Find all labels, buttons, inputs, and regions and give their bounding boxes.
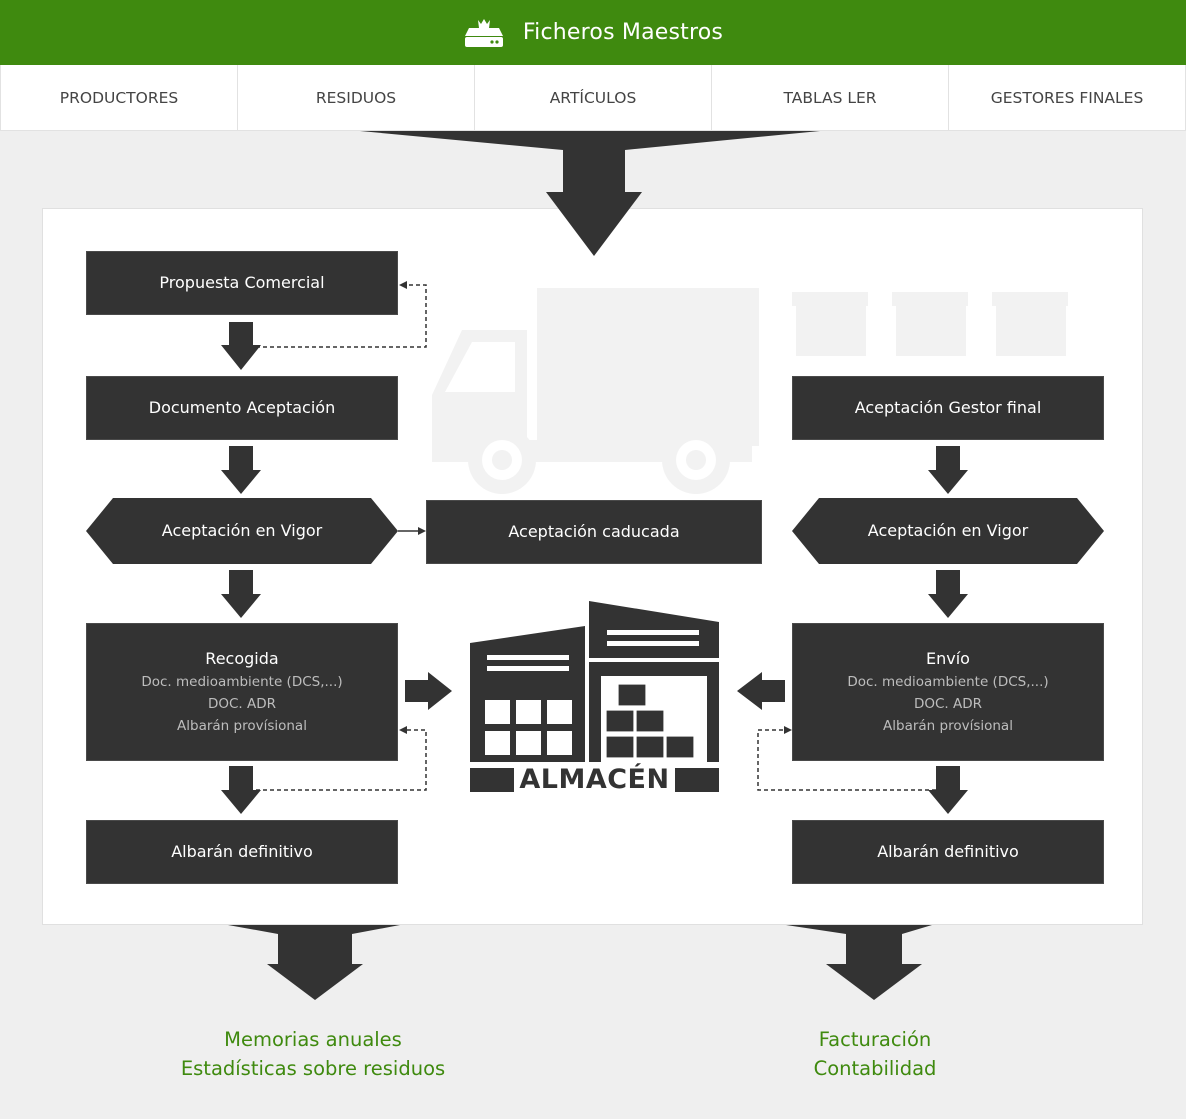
albaran-definitivo-left-label: Albarán definitivo [171,842,313,861]
aceptacion-vigor-right-label: Aceptación en Vigor [867,521,1029,540]
tab-articulos[interactable]: ARTÍCULOS [475,65,712,130]
header-title: Ficheros Maestros [522,20,724,45]
documento-aceptacion-label: Documento Aceptación [148,398,336,417]
tab-gestores-finales[interactable]: GESTORES FINALES [990,88,1144,107]
container-icons [792,292,1068,356]
header-bar: Ficheros Maestros [0,0,1186,65]
aceptacion-caducada-box: Aceptación caducada [426,500,762,564]
tab-productores[interactable]: PRODUCTORES [1,65,238,130]
aceptacion-caducada-label: Aceptación caducada [508,522,680,541]
output-right-line-1: Facturación [818,1028,932,1051]
funnel-arrow-top [360,131,820,256]
warehouse-icon [470,601,719,792]
aceptacion-vigor-left-label: Aceptación en Vigor [161,521,323,540]
envio-line-1: Doc. medioambiente (DCS,...) [847,674,1049,690]
albaran-definitivo-left-box: Albarán definitivo [86,820,398,884]
aceptacion-vigor-left-box: Aceptación en Vigor [86,498,398,564]
envio-box: Envío Doc. medioambiente (DCS,...) DOC. … [792,623,1104,761]
envio-line-2: DOC. ADR [913,696,983,712]
recogida-line-3: Albarán provísional [177,718,307,734]
output-left-line-1: Memorias anuales [224,1028,402,1051]
almacen-label: ALMACÉN [519,764,670,795]
warehouse-in-arrows [405,672,785,710]
envio-line-3: Albarán provísional [883,718,1013,734]
output-left: Memorias anuales Estadísticas sobre resi… [120,1025,506,1083]
dashed-feedback-arrows [256,284,936,791]
aceptacion-gestor-final-label: Aceptación Gestor final [854,398,1042,417]
recogida-title: Recogida [205,649,279,668]
tab-tablas-ler[interactable]: TABLAS LER [712,65,949,130]
output-right: Facturación Contabilidad [720,1025,1030,1083]
propuesta-comercial-label: Propuesta Comercial [159,273,325,292]
envio-title: Envío [926,649,970,668]
right-down-arrows [928,446,968,814]
master-files-tabs: PRODUCTORES RESIDUOS ARTÍCULOS TABLAS LE… [0,65,1186,131]
output-right-line-2: Contabilidad [813,1057,937,1080]
recogida-line-1: Doc. medioambiente (DCS,...) [141,674,343,690]
aceptacion-vigor-right-box: Aceptación en Vigor [792,498,1104,564]
truck-icon [432,288,759,494]
dashed-arrow-heads [399,281,792,734]
output-left-line-2: Estadísticas sobre residuos [180,1057,446,1080]
expiry-arrow [398,527,426,535]
crown-drive-icon [464,18,503,47]
bottom-output-arrows [228,925,932,1000]
left-down-arrows [221,322,261,814]
aceptacion-gestor-final-box: Aceptación Gestor final [792,376,1104,440]
albaran-definitivo-right-box: Albarán definitivo [792,820,1104,884]
recogida-line-2: DOC. ADR [207,696,277,712]
propuesta-comercial-box: Propuesta Comercial [86,251,398,315]
albaran-definitivo-right-label: Albarán definitivo [877,842,1019,861]
recogida-box: Recogida Doc. medioambiente (DCS,...) DO… [86,623,398,761]
documento-aceptacion-box: Documento Aceptación [86,376,398,440]
tab-residuos[interactable]: RESIDUOS [238,65,475,130]
